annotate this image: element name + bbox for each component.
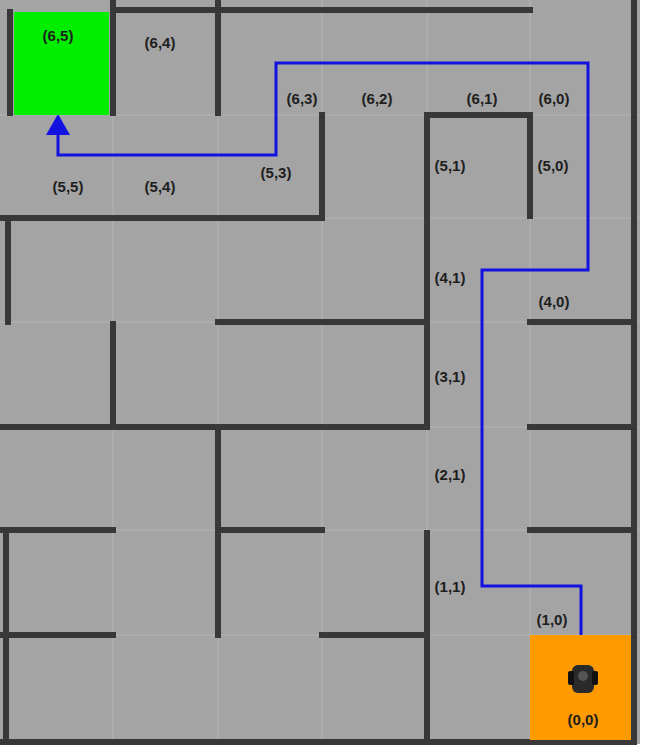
cell-coordinate: (6,3) bbox=[287, 90, 318, 107]
robot-icon bbox=[563, 659, 603, 699]
robot-path bbox=[58, 63, 588, 635]
cell-coordinate: (4,1) bbox=[435, 269, 466, 286]
cell-coordinate: (6,2) bbox=[362, 90, 393, 107]
cell-coordinate: (5,5) bbox=[53, 178, 84, 195]
cell-coordinate: (3,1) bbox=[435, 368, 466, 385]
cell-coordinate: (4,0) bbox=[539, 293, 570, 310]
cell-coordinate: (5,4) bbox=[145, 178, 176, 195]
cell-coordinate: (2,1) bbox=[435, 466, 466, 483]
maze-cell: (0,0) bbox=[530, 635, 631, 740]
cell-coordinate: (1,0) bbox=[537, 611, 568, 628]
cell-coordinate: (6,0) bbox=[539, 90, 570, 107]
cell-coordinate: (6,4) bbox=[145, 34, 176, 51]
cell-coordinate: (0,0) bbox=[568, 711, 599, 728]
cell-coordinate: (5,3) bbox=[261, 164, 292, 181]
cell-coordinate: (6,1) bbox=[467, 90, 498, 107]
cell-coordinate: (5,0) bbox=[538, 157, 569, 174]
cell-coordinate: (5,1) bbox=[435, 157, 466, 174]
maze-cell: (6,5) bbox=[14, 12, 109, 115]
cell-coordinate: (1,1) bbox=[435, 578, 466, 595]
cell-coordinate: (6,5) bbox=[43, 27, 74, 44]
